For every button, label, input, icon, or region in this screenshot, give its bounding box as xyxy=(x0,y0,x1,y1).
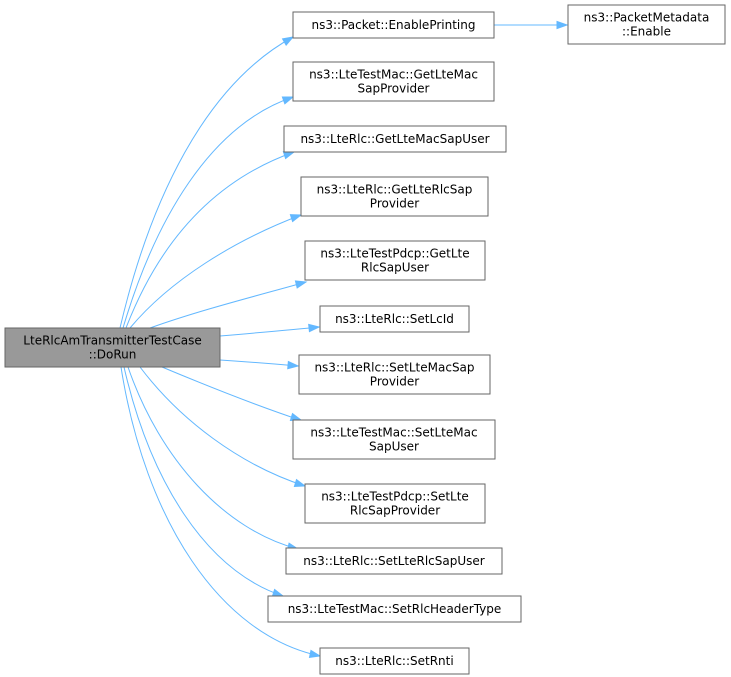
node-box-get-lte-mac-sap-provider[interactable] xyxy=(292,61,495,102)
node-box-get-lte-mac-sap-user[interactable] xyxy=(283,125,507,153)
arrowhead-set-lte-rlc-sap-provider xyxy=(293,478,307,488)
edge-root-to-get-lte-mac-sap-user xyxy=(125,151,295,329)
node-set-rnti[interactable]: ns3::LteRlc::SetRnti xyxy=(319,647,470,675)
node-label-set-lte-mac-sap-provider-line-2: Provider xyxy=(370,375,419,389)
edge-root-to-get-lte-rlc-sap-user xyxy=(149,281,307,329)
node-label-get-lte-mac-sap-provider-line-1: ns3::LteTestMac::GetLteMac xyxy=(309,68,478,82)
nodes-layer: LteRlcAmTransmitterTestCase::DoRun ns3::P… xyxy=(4,4,726,675)
node-metadata-enable[interactable]: ns3::PacketMetadata::Enable xyxy=(567,4,726,45)
node-label-set-lc-id-line-1: ns3::LteRlc::SetLcId xyxy=(335,312,454,326)
arrowhead-set-lte-mac-sap-provider xyxy=(287,360,300,370)
node-label-get-lte-mac-sap-user-line-1: ns3::LteRlc::GetLteMacSapUser xyxy=(300,132,489,146)
node-enable-printing[interactable]: ns3::Packet::EnablePrinting xyxy=(292,11,495,39)
node-label-get-lte-rlc-sap-user-line-2: RlcSapUser xyxy=(361,261,429,275)
node-box-enable-printing[interactable] xyxy=(292,11,495,39)
node-label-get-lte-mac-sap-provider-line-2: SapProvider xyxy=(358,82,430,96)
edge-root-to-set-rnti xyxy=(120,366,321,657)
arrowhead-enable-printing xyxy=(281,36,295,46)
node-label-enable-printing-line-1: ns3::Packet::EnablePrinting xyxy=(312,18,476,32)
node-set-lte-rlc-sap-user[interactable]: ns3::LteRlc::SetLteRlcSapUser xyxy=(285,547,503,575)
edge-root-to-set-lc-id xyxy=(219,326,320,337)
edge-root-to-enable-printing xyxy=(119,36,294,329)
node-label-set-rnti-line-1: ns3::LteRlc::SetRnti xyxy=(335,654,453,668)
edge-root-to-set-lte-mac-sap-user xyxy=(161,366,301,421)
edges-layer xyxy=(119,20,569,659)
arrowhead-set-lc-id xyxy=(308,323,321,333)
node-label-metadata-enable-line-2: ::Enable xyxy=(622,25,671,39)
arrowhead-get-lte-rlc-sap-user xyxy=(294,280,308,289)
edge-root-to-set-lte-mac-sap-provider xyxy=(219,359,299,367)
node-label-root-line-2: ::DoRun xyxy=(89,348,137,362)
node-label-metadata-enable-line-1: ns3::PacketMetadata xyxy=(584,11,710,25)
node-label-set-lte-mac-sap-user-line-2: SapUser xyxy=(369,440,419,454)
node-set-rlc-header-type[interactable]: ns3::LteTestMac::SetRlcHeaderType xyxy=(267,595,522,623)
node-label-get-lte-rlc-sap-provider-line-2: Provider xyxy=(370,197,419,211)
arrowhead-get-lte-mac-sap-provider xyxy=(281,96,295,105)
node-box-root[interactable] xyxy=(4,327,221,368)
node-box-set-lte-mac-sap-provider[interactable] xyxy=(298,354,491,395)
node-box-set-rlc-header-type[interactable] xyxy=(267,595,522,623)
node-root[interactable]: LteRlcAmTransmitterTestCase::DoRun xyxy=(4,327,221,368)
node-label-set-lte-mac-sap-user-line-1: ns3::LteTestMac::SetLteMac xyxy=(310,426,477,440)
node-set-lc-id[interactable]: ns3::LteRlc::SetLcId xyxy=(319,305,470,333)
edge-root-to-get-lte-mac-sap-provider xyxy=(122,96,294,329)
node-label-get-lte-rlc-sap-user-line-1: ns3::LteTestPdcp::GetLte xyxy=(320,247,469,261)
node-box-set-lte-rlc-sap-user[interactable] xyxy=(285,547,503,575)
arrowhead-set-rnti xyxy=(308,649,322,659)
node-box-set-lc-id[interactable] xyxy=(319,305,470,333)
node-label-set-lte-rlc-sap-user-line-1: ns3::LteRlc::SetLteRlcSapUser xyxy=(303,554,484,568)
node-label-set-lte-mac-sap-provider-line-1: ns3::LteRlc::SetLteMacSap xyxy=(314,361,474,375)
node-box-metadata-enable[interactable] xyxy=(567,4,726,45)
edge-root-to-set-rlc-header-type xyxy=(123,366,284,597)
node-box-set-lte-mac-sap-user[interactable] xyxy=(292,419,496,460)
edge-root-to-get-lte-rlc-sap-provider xyxy=(129,214,302,329)
node-box-set-lte-rlc-sap-provider[interactable] xyxy=(304,483,486,524)
edge-root-to-set-lte-rlc-sap-provider xyxy=(139,366,306,487)
node-box-get-lte-rlc-sap-user[interactable] xyxy=(304,240,486,281)
node-label-set-lte-rlc-sap-provider-line-1: ns3::LteTestPdcp::SetLte xyxy=(321,490,469,504)
node-box-get-lte-rlc-sap-provider[interactable] xyxy=(300,176,489,217)
node-label-get-lte-rlc-sap-provider-line-1: ns3::LteRlc::GetLteRlcSap xyxy=(317,183,473,197)
arrowhead-get-lte-rlc-sap-provider xyxy=(289,214,303,223)
node-label-set-rlc-header-type-line-1: ns3::LteTestMac::SetRlcHeaderType xyxy=(288,602,502,616)
node-get-lte-mac-sap-user[interactable]: ns3::LteRlc::GetLteMacSapUser xyxy=(283,125,507,153)
node-label-set-lte-rlc-sap-provider-line-2: RlcSapProvider xyxy=(350,504,440,518)
node-label-root-line-1: LteRlcAmTransmitterTestCase xyxy=(23,334,201,348)
node-box-set-rnti[interactable] xyxy=(319,647,470,675)
arrowhead-metadata-enable xyxy=(556,20,569,30)
edge-root-to-set-lte-rlc-sap-user xyxy=(127,366,299,550)
